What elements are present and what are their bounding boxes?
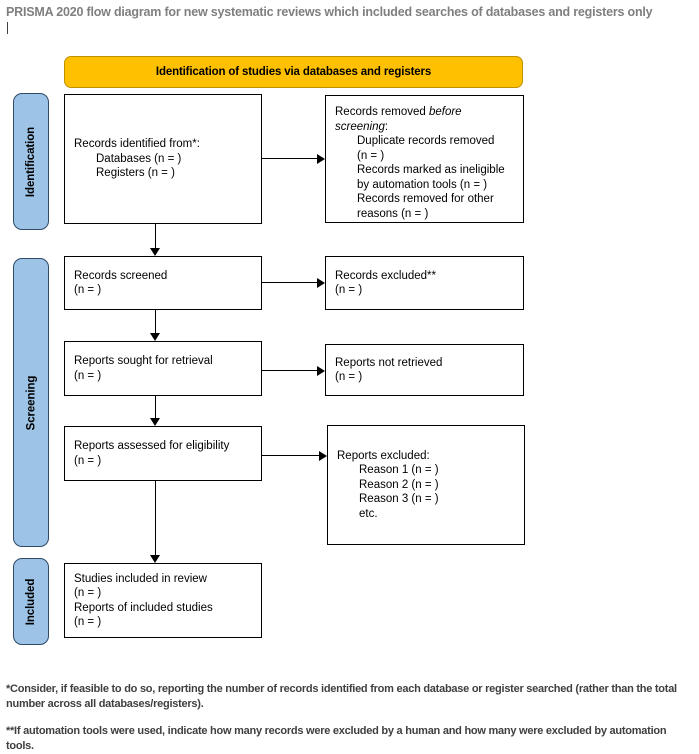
box-line: Reports sought for retrieval (74, 355, 213, 367)
box-reports-not-retrieved: Reports not retrieved (n = ) (325, 344, 524, 396)
box-line: screening: (335, 120, 389, 133)
arrowhead-screened-to-sought (150, 333, 160, 341)
connector-assessed-to-reports-excluded (262, 455, 319, 456)
box-line: (n = ) (74, 587, 102, 599)
connector-screened-to-sought (155, 310, 156, 333)
box-line: Duplicate records removed (357, 135, 495, 147)
box-line: Reason 1 (n = ) (359, 464, 439, 477)
box-reports-sought: Reports sought for retrieval (n = ) (64, 341, 262, 396)
arrowhead-identified-to-removed (317, 154, 325, 164)
box-line: Records removed for other (357, 193, 494, 205)
box-line: (n = ) (74, 284, 102, 296)
box-line: Reports of included studies (74, 601, 213, 614)
box-line: (n = ) (335, 284, 363, 296)
box-line: etc. (359, 507, 378, 520)
box-line: Reason 2 (n = ) (359, 478, 439, 491)
connector-identified-to-screened (155, 224, 156, 248)
arrowhead-assessed-to-reports-excluded (319, 451, 327, 461)
box-line: Records screened (74, 269, 168, 282)
arrowhead-sought-to-not-retrieved (317, 366, 325, 376)
box-line: Reports excluded: (337, 449, 430, 462)
box-records-identified: Records identified from*: Databases (n =… (64, 94, 262, 224)
stage-label-included: Included (13, 558, 49, 645)
box-line: Reason 3 (n = ) (359, 493, 439, 506)
page-title: PRISMA 2020 flow diagram for new systema… (6, 5, 653, 19)
footnote-automation: **If automation tools were used, indicat… (6, 725, 667, 752)
arrowhead-assessed-to-included (150, 555, 160, 563)
box-line: Studies included in review (74, 572, 207, 585)
stage-label-screening: Screening (13, 258, 49, 547)
arrowhead-identified-to-screened (150, 248, 160, 256)
box-records-excluded: Records excluded** (n = ) (325, 256, 524, 310)
box-line: (n = ) (74, 454, 102, 467)
box-records-removed: Records removed before screening: Duplic… (325, 95, 524, 223)
arrowhead-screened-to-excluded (317, 278, 325, 288)
box-line: Records excluded** (335, 269, 437, 282)
box-line: (n = ) (357, 149, 385, 162)
box-line: Records identified from*: (74, 138, 200, 151)
box-line: Reports assessed for eligibility (74, 440, 230, 452)
box-line: (n = ) (74, 616, 102, 628)
section-banner-identification: Identification of studies via databases … (64, 56, 523, 88)
connector-screened-to-excluded (262, 282, 317, 283)
box-line: (n = ) (335, 371, 363, 383)
box-line: Records marked as ineligible (357, 164, 505, 176)
box-line: by automation tools (n = ) (357, 178, 488, 191)
box-line: Databases (n = ) (96, 152, 182, 165)
box-line: Registers (n = ) (96, 167, 175, 180)
stage-label-identification: Identification (13, 93, 49, 230)
connector-identified-to-removed (262, 158, 317, 159)
box-line: Records removed before (335, 106, 462, 118)
box-line: Reports not retrieved (335, 356, 443, 369)
connector-sought-to-assessed (155, 396, 156, 418)
box-line: reasons (n = ) (357, 207, 429, 220)
box-studies-included: Studies included in review (n = ) Report… (64, 563, 262, 638)
box-line: (n = ) (74, 369, 102, 382)
stage-label-screening-text: Screening (25, 375, 38, 430)
box-records-screened: Records screened (n = ) (64, 256, 262, 310)
stage-label-included-text: Included (25, 578, 38, 625)
text-caret (7, 22, 8, 34)
box-reports-assessed: Reports assessed for eligibility (n = ) (64, 426, 262, 481)
stage-label-identification-text: Identification (25, 126, 37, 197)
banner-label: Identification of studies via databases … (155, 66, 432, 78)
connector-sought-to-not-retrieved (262, 370, 317, 371)
arrowhead-sought-to-assessed (150, 418, 160, 426)
box-reports-excluded: Reports excluded: Reason 1 (n = ) Reason… (327, 425, 525, 545)
footnote-consider: *Consider, if feasible to do so, reporti… (6, 683, 677, 710)
connector-assessed-to-included (155, 481, 156, 555)
